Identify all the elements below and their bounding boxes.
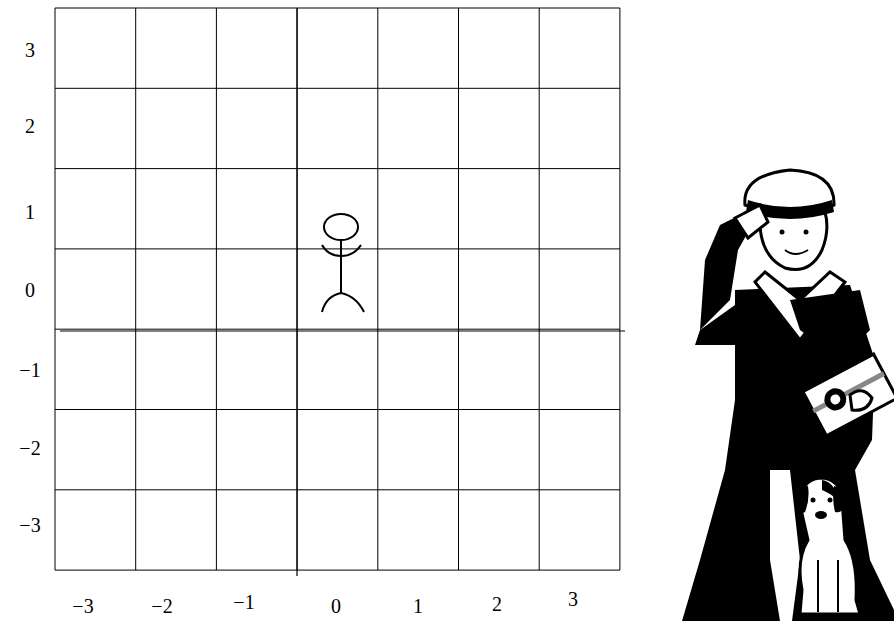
y-axis-label: −2 [19, 438, 40, 458]
y-axis-label: 0 [25, 280, 35, 300]
y-axis-label: −3 [19, 515, 40, 535]
sailor-illustration [682, 170, 894, 621]
grid-line [55, 329, 620, 330]
grid-line [619, 8, 620, 570]
y-axis-label: −1 [19, 360, 40, 380]
grid-line [55, 489, 620, 490]
grid-line [55, 409, 620, 410]
x-axis-label: 1 [413, 596, 423, 616]
axis-lines [60, 8, 625, 576]
y-axis-label: 2 [25, 116, 35, 136]
grid-line [539, 8, 540, 570]
y-axis-label: 1 [25, 202, 35, 222]
x-axis-label: −2 [151, 596, 172, 616]
grid-line [55, 8, 56, 570]
grid-line [216, 8, 217, 570]
grid-line [55, 8, 620, 9]
x-axis-label: −1 [233, 592, 254, 612]
stick-figure [322, 214, 364, 312]
grid-lines [55, 8, 620, 570]
grid-line [55, 88, 620, 89]
x-axis-label: 2 [492, 594, 502, 614]
grid-line [458, 8, 459, 570]
x-axis-label: 0 [331, 596, 341, 616]
grid-line [55, 248, 620, 249]
y-axis-label: 3 [25, 40, 35, 60]
grid-line [377, 8, 378, 570]
grid-line [55, 570, 620, 571]
x-axis-label: −3 [72, 596, 93, 616]
grid-line [135, 8, 136, 570]
x-axis-label: 3 [568, 589, 578, 609]
grid-line [55, 168, 620, 169]
